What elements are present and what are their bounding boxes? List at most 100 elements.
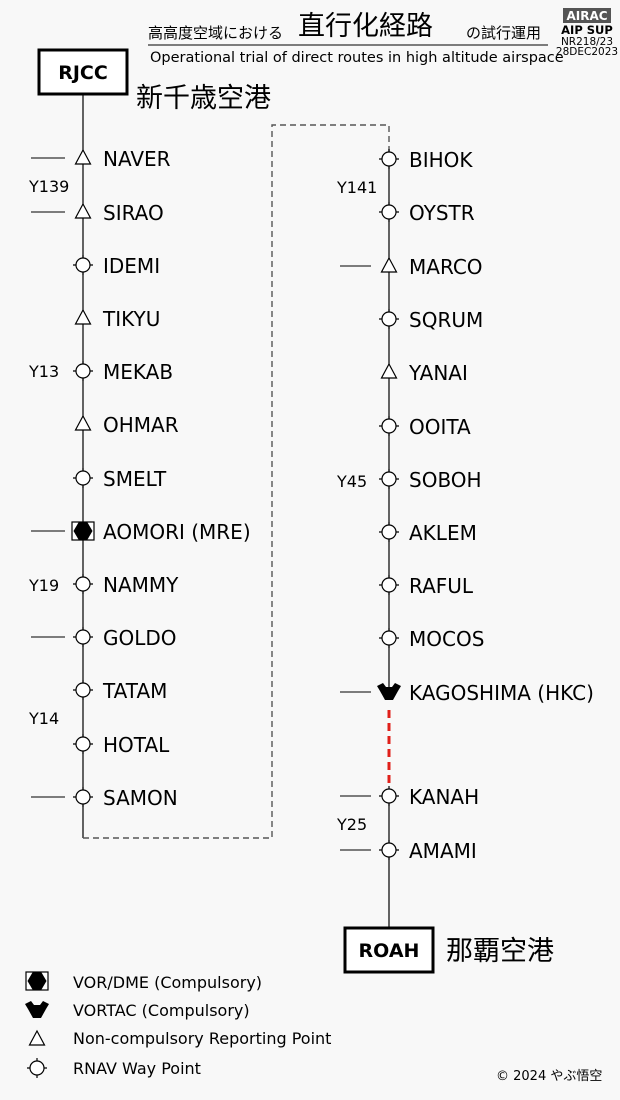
waypoint-goldo: GOLDO xyxy=(31,626,177,650)
waypoint-label: MEKAB xyxy=(103,360,173,384)
waypoint-label: AKLEM xyxy=(409,521,477,545)
waypoint-label: OHMAR xyxy=(103,413,179,437)
waypoint-bihok: BIHOK xyxy=(379,148,473,172)
waypoint-label: SOBOH xyxy=(409,468,482,492)
waypoint-sirao: SIRAO xyxy=(31,201,164,225)
rnav-waypoint-icon xyxy=(379,309,399,329)
legend-item-vortac: VORTAC (Compulsory) xyxy=(25,1001,250,1020)
waypoint-label: YANAI xyxy=(408,361,468,385)
rnav-waypoint-icon xyxy=(73,255,93,275)
origin-name: 新千歳空港 xyxy=(136,83,271,114)
waypoint-soboh: SOBOH xyxy=(379,468,482,492)
waypoint-ohmar: OHMAR xyxy=(74,413,179,437)
header: 高高度空域における 直行化経路 の試行運用 Operational trial … xyxy=(148,8,618,66)
title-jp-prefix: 高高度空域における xyxy=(148,24,283,42)
waypoint-aomori: AOMORI (MRE) xyxy=(31,520,251,544)
route-label-y139: Y139 xyxy=(28,177,69,196)
waypoint-label: SQRUM xyxy=(409,308,483,332)
waypoint-sqrum: SQRUM xyxy=(379,308,483,332)
rnav-waypoint-icon xyxy=(73,361,93,381)
rnav-waypoint-icon xyxy=(379,628,399,648)
rnav-waypoint-icon xyxy=(73,787,93,807)
waypoint-label: IDEMI xyxy=(103,254,160,278)
waypoint-naver: NAVER xyxy=(31,147,171,171)
rnav-waypoint-icon xyxy=(379,149,399,169)
waypoint-label: NAVER xyxy=(103,147,171,171)
waypoint-amami: AMAMI xyxy=(340,839,477,863)
sup-number: NR218/23 xyxy=(561,36,613,48)
waypoint-label: HOTAL xyxy=(103,733,170,757)
waypoint-yanai: YANAI xyxy=(380,361,468,385)
destination-code: ROAH xyxy=(359,940,420,962)
waypoint-label: BIHOK xyxy=(409,148,473,172)
legend-label: VOR/DME (Compulsory) xyxy=(73,973,262,992)
rnav-waypoint-icon xyxy=(379,575,399,595)
right-waypoints: BIHOK OYSTR MARCO SQRUM YANAI OOITA SOBO… xyxy=(340,148,594,863)
waypoint-mocos: MOCOS xyxy=(379,627,484,651)
waypoint-kanah: KANAH xyxy=(340,785,479,809)
legend-item-rnav: RNAV Way Point xyxy=(27,1058,201,1078)
sup-label: AIP SUP xyxy=(561,23,613,37)
title-en: Operational trial of direct routes in hi… xyxy=(150,50,564,66)
vortac-icon xyxy=(377,683,401,700)
destination-code-box xyxy=(343,926,435,974)
origin-airport: RJCC 新千歳空港 xyxy=(37,48,271,114)
legend: VOR/DME (Compulsory) VORTAC (Compulsory)… xyxy=(25,971,331,1078)
right-route-labels: Y141 Y45 Y25 xyxy=(336,178,377,834)
waypoint-raful: RAFUL xyxy=(379,574,474,598)
vortac-icon xyxy=(25,1001,49,1018)
origin-code: RJCC xyxy=(58,62,108,84)
reporting-point-icon xyxy=(74,202,92,219)
waypoint-label: KAGOSHIMA (HKC) xyxy=(409,681,594,705)
route-label-y25: Y25 xyxy=(336,815,367,834)
waypoint-label: MARCO xyxy=(409,255,483,279)
legend-item-reporting-point: Non-compulsory Reporting Point xyxy=(28,1029,331,1048)
reporting-point-icon xyxy=(28,1029,46,1046)
waypoint-label: OYSTR xyxy=(409,201,475,225)
rnav-waypoint-icon xyxy=(379,416,399,436)
title-jp-main: 直行化経路 xyxy=(298,11,433,42)
rnav-waypoint-icon xyxy=(73,680,93,700)
waypoint-label: AOMORI (MRE) xyxy=(103,520,251,544)
waypoint-samon: SAMON xyxy=(31,786,178,810)
waypoint-label: SAMON xyxy=(103,786,178,810)
reporting-point-icon xyxy=(74,414,92,431)
legend-label: VORTAC (Compulsory) xyxy=(73,1001,250,1020)
waypoint-label: SMELT xyxy=(103,467,167,491)
rnav-waypoint-icon xyxy=(73,468,93,488)
reporting-point-icon xyxy=(74,148,92,165)
route-label-y13: Y13 xyxy=(28,362,59,381)
legend-label: RNAV Way Point xyxy=(73,1059,201,1078)
waypoint-idemi: IDEMI xyxy=(73,254,160,278)
waypoint-tatam: TATAM xyxy=(73,679,167,703)
rnav-waypoint-icon xyxy=(379,469,399,489)
waypoint-label: SIRAO xyxy=(103,201,164,225)
waypoint-hotal: HOTAL xyxy=(73,733,170,757)
copyright: © 2024 やぶ悟空 xyxy=(496,1069,602,1084)
airac-label: AIRAC xyxy=(566,9,607,23)
route-label-y19: Y19 xyxy=(28,576,59,595)
rnav-waypoint-icon xyxy=(27,1058,47,1078)
destination-airport: ROAH 那覇空港 xyxy=(343,926,554,974)
waypoint-label: MOCOS xyxy=(409,627,484,651)
vor-dme-icon xyxy=(71,521,95,541)
waypoint-label: TATAM xyxy=(102,679,167,703)
waypoint-label: NAMMY xyxy=(103,573,179,597)
destination-name: 那覇空港 xyxy=(446,936,554,967)
waypoint-kagoshima: KAGOSHIMA (HKC) xyxy=(340,681,594,705)
rnav-waypoint-icon xyxy=(73,627,93,647)
waypoint-nammy: NAMMY xyxy=(73,573,179,597)
legend-item-vordme: VOR/DME (Compulsory) xyxy=(25,971,262,992)
airac-badge xyxy=(563,8,611,23)
title-jp-suffix: の試行運用 xyxy=(466,24,541,42)
waypoint-label: OOITA xyxy=(409,415,471,439)
sup-date: 28DEC2023 xyxy=(556,46,618,58)
waypoint-label: AMAMI xyxy=(409,839,477,863)
route-label-y14: Y14 xyxy=(28,709,59,728)
waypoint-ooita: OOITA xyxy=(379,415,471,439)
rnav-waypoint-icon xyxy=(73,734,93,754)
origin-code-box xyxy=(37,48,129,96)
waypoint-label: GOLDO xyxy=(103,626,177,650)
waypoint-label: RAFUL xyxy=(409,574,474,598)
